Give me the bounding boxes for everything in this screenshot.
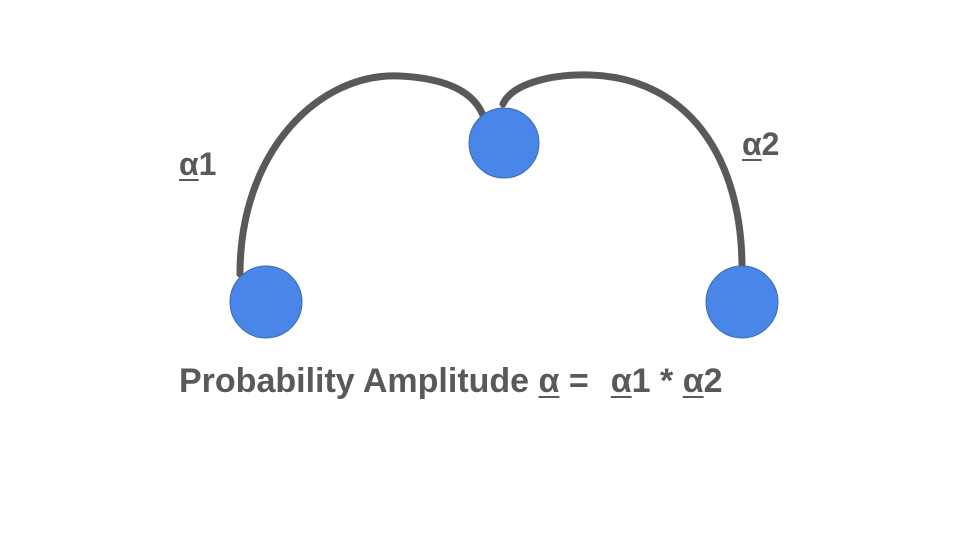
formula-term2-index: 2 <box>703 362 723 400</box>
node-middle <box>468 107 540 179</box>
formula-term2-symbol: α <box>682 362 704 400</box>
path-arc-alpha2 <box>499 71 746 272</box>
formula-operator: * <box>650 362 683 400</box>
edge-label-alpha1: α1 <box>179 148 216 180</box>
probability-amplitude-formula: Probability Amplitude α =α1 * α2 <box>179 364 723 398</box>
alpha-symbol: α <box>179 146 199 182</box>
alpha-index: 1 <box>198 146 217 182</box>
node-left <box>229 265 303 339</box>
formula-term1-symbol: α <box>610 362 632 400</box>
path-arc-alpha1 <box>236 72 488 278</box>
formula-alpha-symbol: α <box>538 362 560 400</box>
alpha-index: 2 <box>761 126 780 162</box>
alpha-symbol: α <box>742 126 762 162</box>
formula-prefix: Probability Amplitude <box>179 362 539 400</box>
formula-term1-index: 1 <box>631 362 651 400</box>
edge-label-alpha2: α2 <box>742 128 779 160</box>
formula-equals: = <box>559 362 589 400</box>
node-right <box>705 265 779 339</box>
